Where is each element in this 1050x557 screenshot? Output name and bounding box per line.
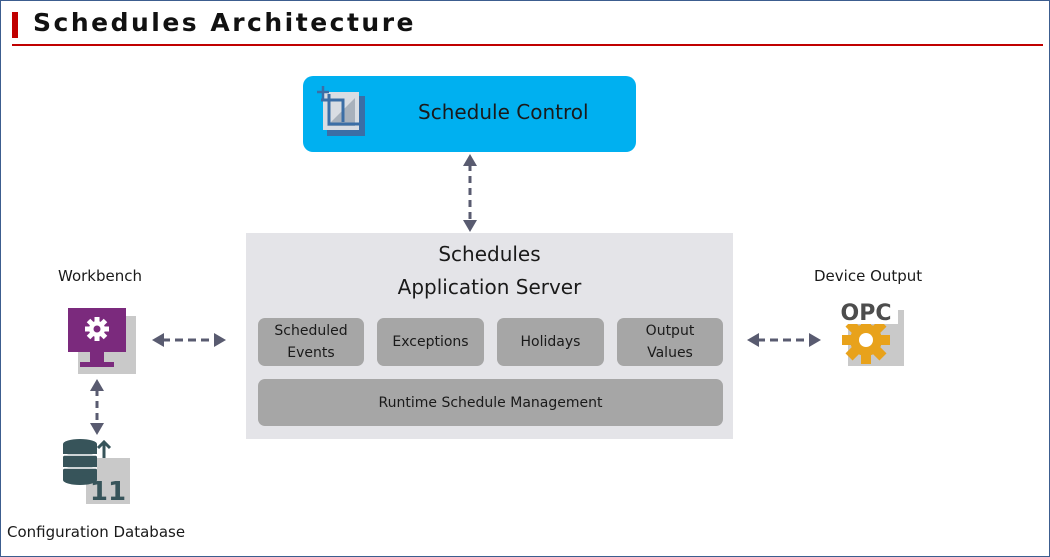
- module-label: Values: [647, 345, 693, 361]
- opc-gear-icon: OPC: [834, 298, 904, 366]
- opc-badge: OPC: [841, 301, 892, 326]
- runtime-schedule-management: Runtime Schedule Management: [258, 379, 723, 426]
- module-label: Scheduled: [274, 323, 348, 339]
- module-label: Output: [645, 323, 695, 339]
- module-label: Holidays: [520, 334, 581, 350]
- title-underline: [12, 44, 1043, 46]
- arrow-control-server: [463, 154, 477, 232]
- module-exceptions: Exceptions: [377, 318, 484, 366]
- server-title-line2: Application Server: [397, 275, 582, 299]
- workbench-icon: [68, 308, 136, 374]
- page-title: Schedules Architecture: [33, 8, 417, 37]
- device-output-label: Device Output: [814, 267, 923, 285]
- arrow-workbench-server: [152, 333, 226, 347]
- module-holidays: Holidays: [497, 318, 604, 366]
- workbench-label: Workbench: [58, 267, 142, 285]
- title-accent-bar: [12, 12, 18, 38]
- server-title-line1: Schedules: [438, 242, 541, 266]
- arrow-server-device: [747, 333, 821, 347]
- arrow-workbench-database: [90, 379, 104, 435]
- module-label: Exceptions: [392, 334, 469, 350]
- schedule-control-icon: [317, 86, 365, 136]
- database-badge: 11: [90, 477, 126, 506]
- module-label: Events: [287, 345, 335, 361]
- database-icon: 11: [63, 439, 130, 506]
- runtime-label: Runtime Schedule Management: [378, 394, 603, 411]
- schedule-control-label: Schedule Control: [418, 100, 589, 124]
- config-database-label: Configuration Database: [7, 523, 186, 541]
